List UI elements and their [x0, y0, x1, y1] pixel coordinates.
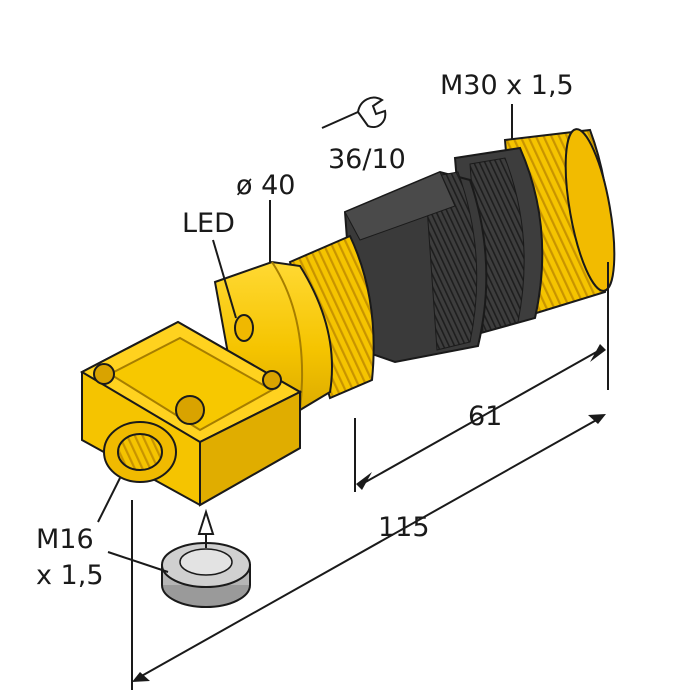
dimension-115-label: 115 — [378, 512, 430, 543]
diameter-label: ø 40 — [236, 170, 295, 201]
dimension-61-label: 61 — [468, 401, 502, 432]
m16-label-line2: x 1,5 — [36, 560, 104, 591]
middle-thread — [288, 234, 375, 400]
wrench-size-label: 36/10 — [328, 144, 406, 175]
lock-nut-front — [343, 170, 488, 364]
m16-label-line1: M16 — [36, 524, 94, 555]
wrench-icon — [321, 96, 387, 129]
arrow-up-icon — [197, 508, 215, 548]
protective-cap — [161, 542, 251, 608]
dimension-lines — [131, 262, 609, 690]
led-label: LED — [182, 208, 235, 239]
connector-block — [79, 320, 303, 507]
thread-label-m30: M30 x 1,5 — [440, 70, 574, 101]
leader-lines — [97, 104, 513, 573]
led-indicator — [234, 314, 254, 342]
